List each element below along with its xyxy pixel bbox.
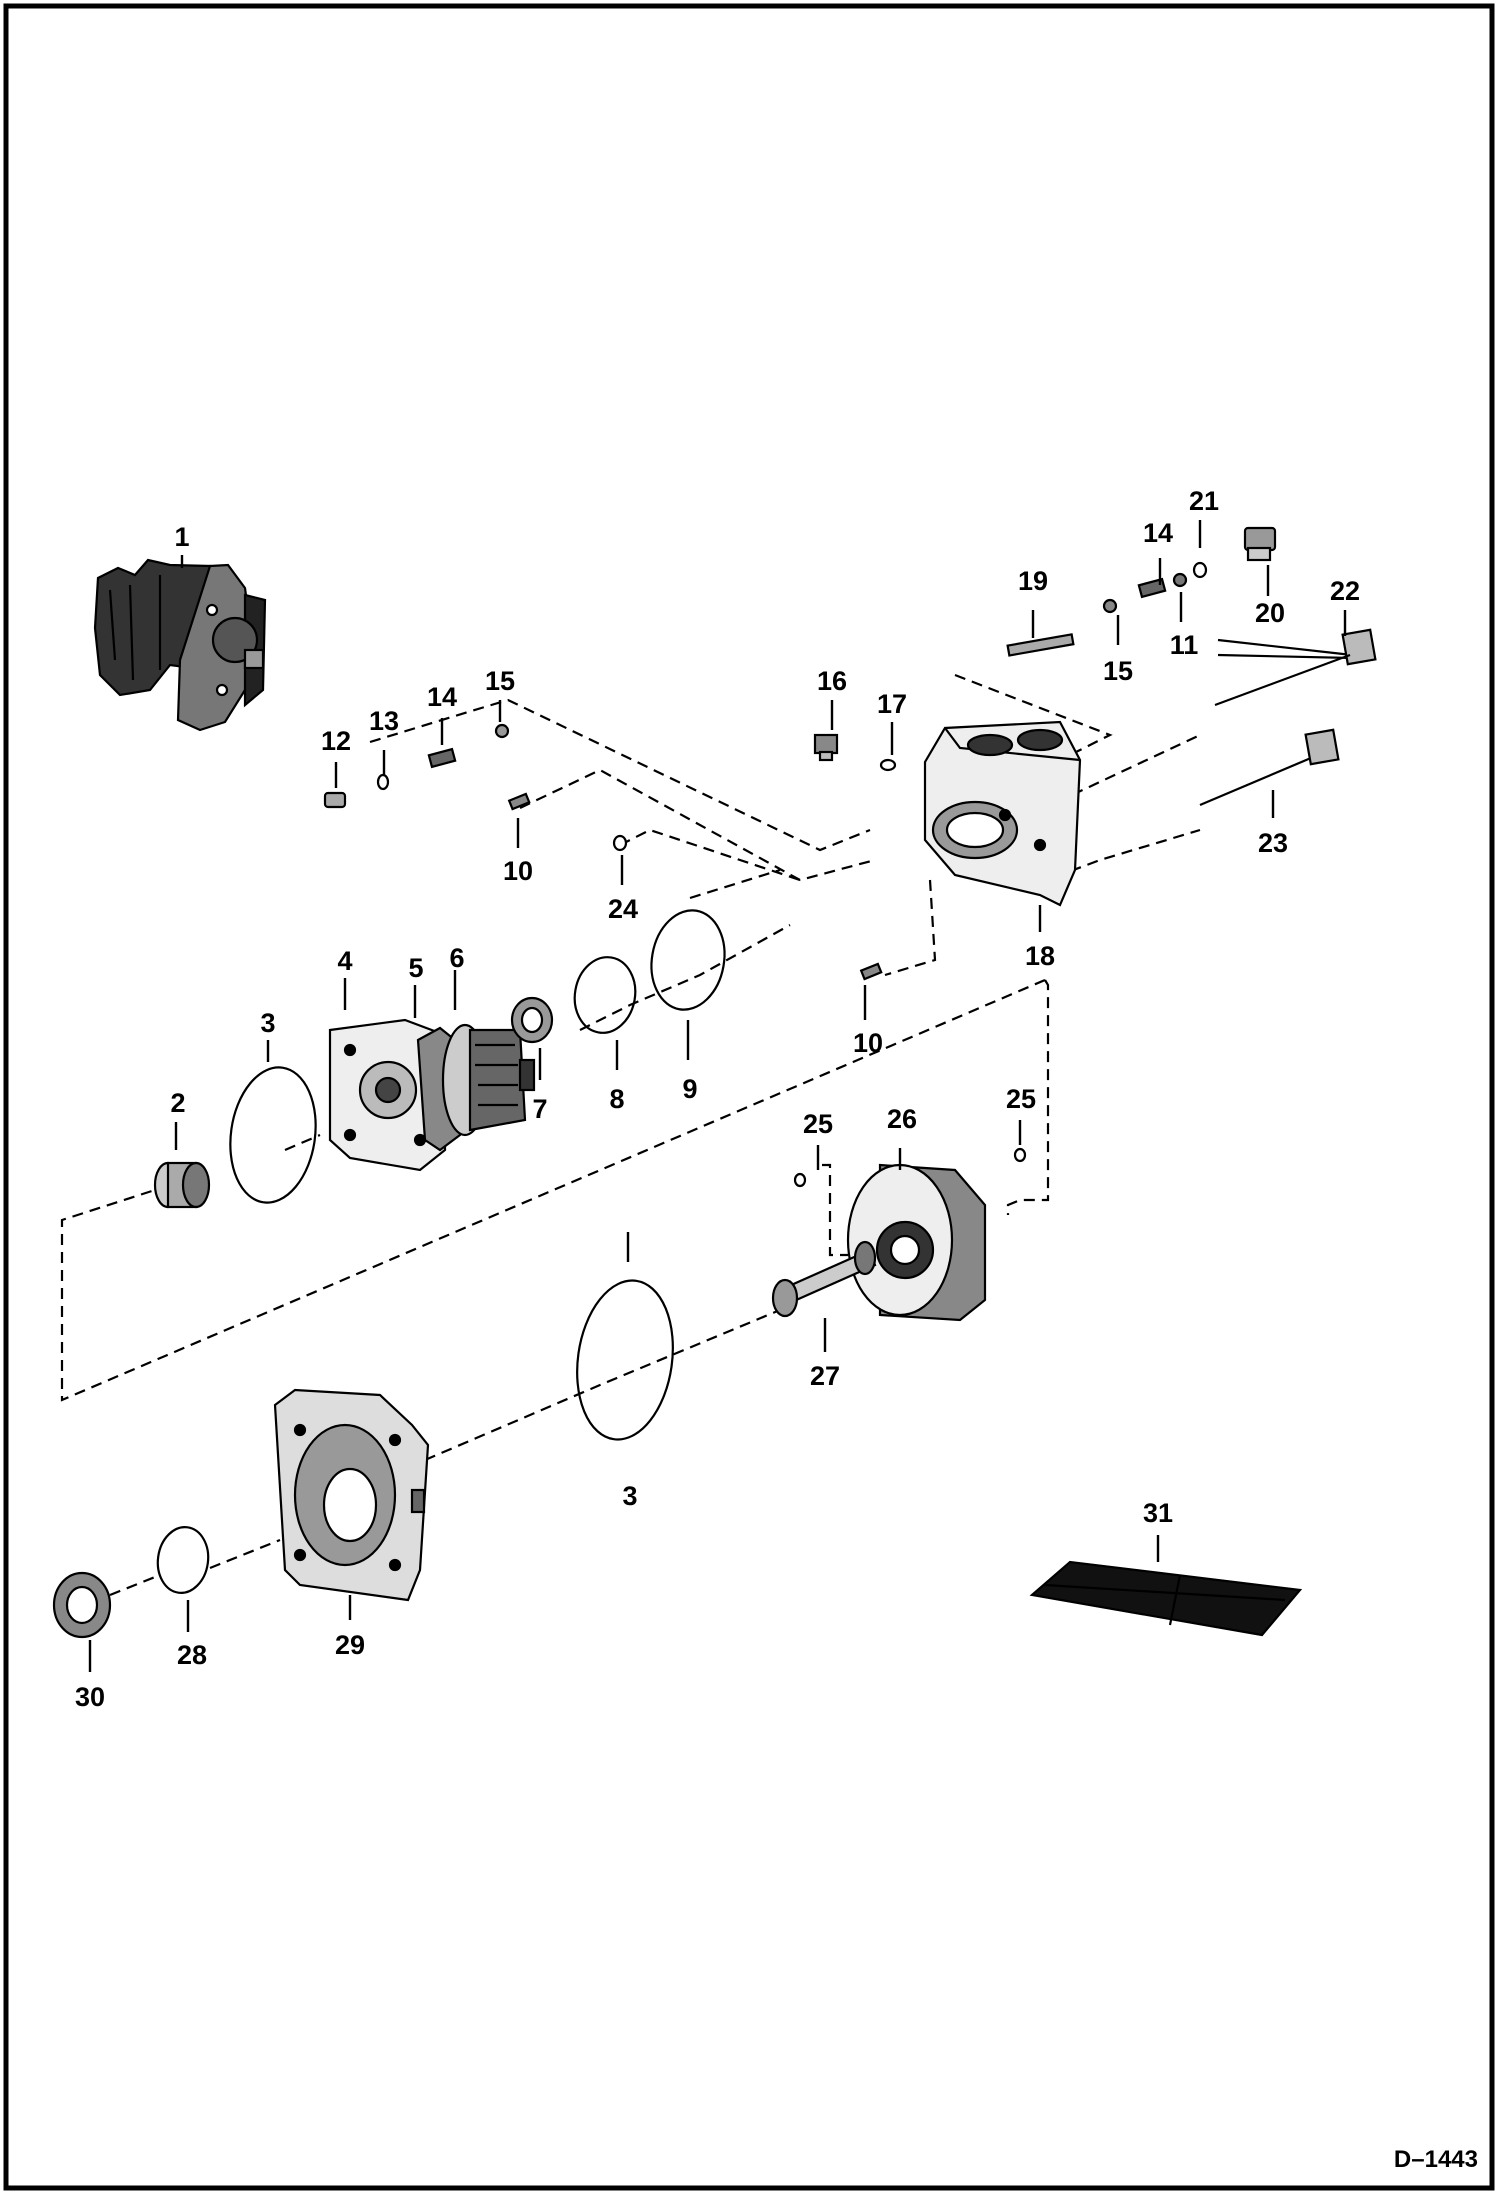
part-19-valve-pin (1006, 633, 1075, 657)
part-15-ball-left (494, 723, 510, 739)
callout-5: 5 (408, 953, 423, 983)
callout-22: 22 (1330, 576, 1360, 606)
callout-26: 26 (887, 1104, 917, 1134)
callout-9: 9 (682, 1074, 697, 1104)
callout-24: 24 (608, 894, 638, 924)
part-27-drive-shaft (771, 1240, 877, 1318)
part-12-plug (323, 791, 347, 809)
part-20-plug (1243, 526, 1277, 562)
callout-6: 6 (449, 943, 464, 973)
part-8-backup-ring (573, 956, 637, 1034)
part-16-plug (813, 733, 839, 762)
callout-4: 4 (337, 946, 352, 976)
callout-28: 28 (177, 1640, 207, 1670)
callout-2: 2 (170, 1088, 185, 1118)
part-14-spring-left (427, 747, 457, 769)
assembly-lines (60, 673, 1201, 1597)
callout-20: 20 (1255, 598, 1285, 628)
callout-3-upper: 3 (260, 1008, 275, 1038)
callout-30: 30 (75, 1682, 105, 1712)
drawing-code: D–1443 (1394, 2146, 1478, 2173)
callout-12: 12 (321, 726, 351, 756)
part-21-o-ring (1192, 561, 1208, 579)
part-25-o-ring-left (793, 1172, 807, 1188)
callout-17: 17 (877, 689, 907, 719)
callout-15-left: 15 (485, 666, 515, 696)
part-26-geroler (846, 1163, 987, 1322)
part-3-o-ring-lower (576, 1279, 674, 1441)
callout-8: 8 (609, 1084, 624, 1114)
callout-13: 13 (369, 706, 399, 736)
part-24-o-ring (612, 834, 628, 852)
callout-23: 23 (1258, 828, 1288, 858)
part-2-coupling (153, 1161, 211, 1209)
part-14-spring-right (1137, 577, 1167, 599)
callout-11: 11 (1170, 630, 1199, 660)
part-4-end-cap (328, 1018, 447, 1172)
callout-19: 19 (1018, 566, 1048, 596)
part-31-seal-kit (1029, 1560, 1303, 1637)
callout-31: 31 (1143, 1498, 1173, 1528)
callout-29: 29 (335, 1630, 365, 1660)
part-3-o-ring-upper (229, 1066, 317, 1204)
part-30-shaft-seal (52, 1571, 112, 1639)
part-22-bolt (1214, 628, 1377, 707)
part-13-o-ring (376, 773, 390, 791)
part-15-ball-right (1102, 598, 1118, 614)
part-25-o-ring-right (1013, 1147, 1027, 1163)
callout-7: 7 (532, 1094, 547, 1124)
part-10-plug-upper (507, 792, 531, 811)
part-1-motor-assembly (93, 558, 267, 732)
part-11-ball (1172, 572, 1188, 588)
part-5-6-rotor-assembly (416, 1023, 536, 1152)
leader-lines (88, 520, 1347, 1672)
callout-25-right: 25 (1006, 1084, 1036, 1114)
callout-15-right: 15 (1103, 656, 1133, 686)
drawing-border (3, 3, 1495, 2191)
part-18-housing (923, 720, 1082, 907)
part-29-flange-housing (273, 1388, 430, 1602)
callout-labels: 1 2 3 3 4 5 6 7 8 9 10 10 11 12 13 14 14… (75, 486, 1360, 1712)
callout-27: 27 (810, 1361, 840, 1391)
part-7-seal (510, 996, 554, 1044)
part-23-bolt (1199, 728, 1340, 807)
callout-10-upper: 10 (503, 856, 533, 886)
callout-21: 21 (1189, 486, 1219, 516)
callout-3-lower: 3 (622, 1481, 637, 1511)
part-10-plug-lower (859, 962, 883, 981)
callout-18: 18 (1025, 941, 1055, 971)
callout-16: 16 (817, 666, 847, 696)
part-9-o-ring (650, 909, 726, 1011)
callout-10-lower: 10 (853, 1028, 883, 1058)
part-28-washer (156, 1526, 210, 1594)
callout-14-right: 14 (1143, 518, 1173, 548)
callout-1: 1 (174, 522, 189, 552)
callout-14-left: 14 (427, 682, 457, 712)
part-17-o-ring (879, 758, 897, 772)
callout-25-left: 25 (803, 1109, 833, 1139)
